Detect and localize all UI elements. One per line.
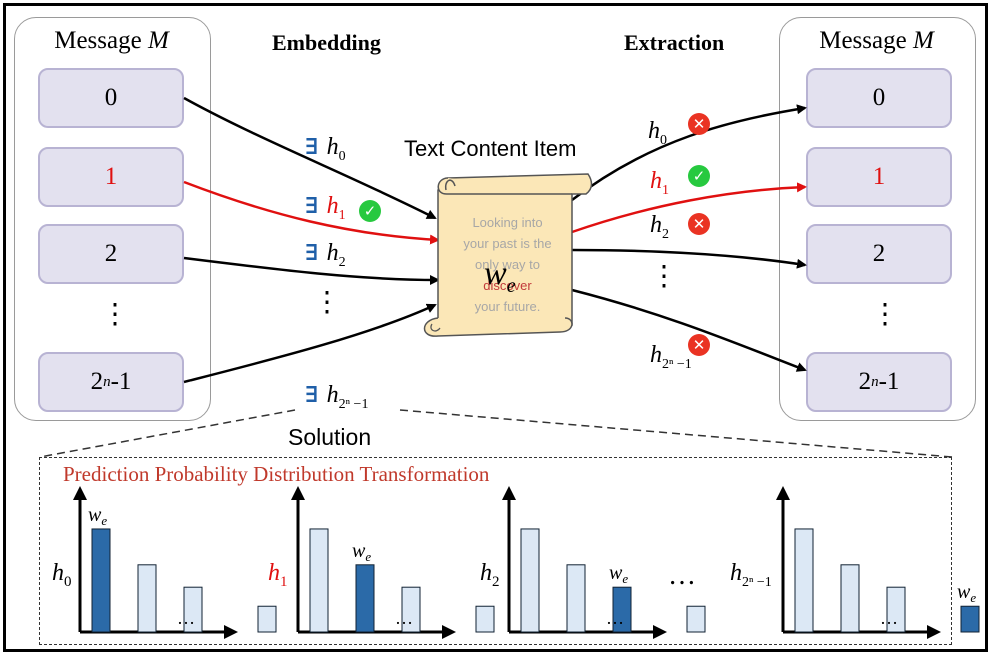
chart-2-bar-3 (686, 605, 706, 633)
right-panel-title: Message M (819, 27, 934, 54)
embed-check-icon: ✓ (359, 200, 381, 222)
embed-arrow-0 (183, 96, 437, 220)
we-token-label: we (484, 255, 516, 297)
chart-1-bar-3 (475, 605, 495, 633)
chart-3-bar-0 (794, 528, 814, 633)
chart-3-bar-2 (886, 586, 906, 633)
chart-1-h-label: h1 (268, 560, 288, 590)
right-message-2: 2 (806, 224, 952, 284)
chart-3-ellipsis: … (880, 608, 898, 628)
extract-cross-icon-2: ✕ (688, 213, 710, 235)
chart-1-bar-0 (309, 528, 329, 633)
embedding-header: Embedding (272, 30, 381, 55)
left-message-1: 1 (38, 147, 184, 207)
transformation-title: Prediction Probability Distribution Tran… (63, 462, 490, 486)
extract-arrow-2 (571, 248, 807, 269)
extract-cross-icon-0: ✕ (688, 113, 710, 135)
scroll-text: Looking into your past is the only way t… (463, 215, 552, 314)
embed-label-h1: ∃h1 (305, 193, 346, 223)
chart-1-bar-2 (401, 586, 421, 633)
chart-1-we-label: we (352, 540, 371, 564)
outer-frame (3, 3, 988, 652)
chart-3-bar-3 (960, 605, 980, 633)
chart-1-bar-1 (355, 564, 375, 633)
extract-arrow-1 (571, 182, 807, 234)
embed-arrow-1 (183, 180, 440, 245)
chart-0-bar-0 (91, 528, 111, 633)
chart-0-ellipsis: … (177, 608, 195, 628)
chart-0-we-label: we (88, 504, 107, 528)
extract-arrow-last (571, 288, 807, 372)
left-message-0: 0 (38, 68, 184, 128)
transformation-box (39, 457, 952, 645)
embed-arrow-last (183, 303, 437, 384)
extract-label-h2: h2 (650, 212, 669, 242)
chart-3-we-label: we (957, 581, 976, 605)
extract-label-h1: h1 (650, 168, 669, 198)
chart-2-ellipsis: … (606, 608, 624, 628)
chart-3-bar-1 (840, 564, 860, 633)
extract-label-h0: h0 (648, 118, 667, 148)
solution-label: Solution (288, 424, 372, 450)
embed-label-hlast: ∃h2ⁿ −1 (305, 382, 369, 412)
chart-2-bar-0 (520, 528, 540, 633)
extract-label-hlast: h2ⁿ −1 (650, 342, 692, 372)
extract-cross-icon-last: ✕ (688, 334, 710, 356)
extraction-header: Extraction (624, 30, 725, 55)
text-content-item-title: Text Content Item (404, 136, 577, 161)
embed-label-h0: ∃h0 (305, 134, 346, 164)
embed-arrow-2 (183, 256, 440, 285)
right-message-0: 0 (806, 68, 952, 128)
embed-label-h2: ∃h2 (305, 240, 346, 270)
chart-3-h-label: h2ⁿ −1 (730, 560, 772, 590)
text-content-scroll (423, 173, 593, 337)
left-message-2: 2 (38, 224, 184, 284)
chart-2-we-label: we (609, 562, 628, 586)
chart-0-bar-3 (257, 605, 277, 633)
chart-0-bar-2 (183, 586, 203, 633)
chart-0-h-label: h0 (52, 560, 72, 590)
extract-check-icon: ✓ (688, 165, 710, 187)
charts-ellipsis: … (668, 560, 696, 591)
right-message-1: 1 (806, 147, 952, 207)
chart-2-h-label: h2 (480, 560, 500, 590)
left-panel-title: Message M (54, 27, 169, 54)
chart-1-ellipsis: … (395, 608, 413, 628)
chart-2-bar-2 (612, 586, 632, 633)
chart-2-bar-1 (566, 564, 586, 633)
extract-arrow-0 (571, 104, 807, 201)
chart-0-bar-1 (137, 564, 157, 633)
